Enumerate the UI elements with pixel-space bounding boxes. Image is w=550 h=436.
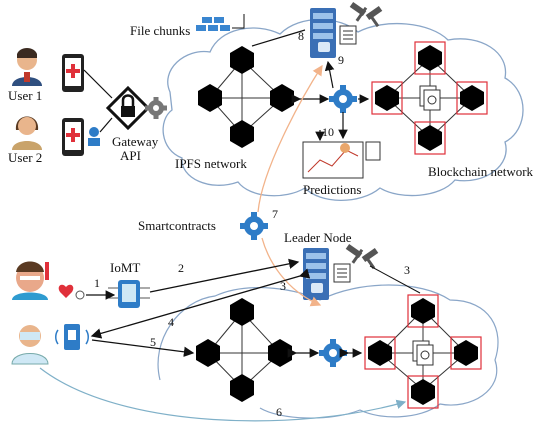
user-female-avatar-icon xyxy=(12,116,42,150)
label-ipfs-network: IPFS network xyxy=(175,156,247,171)
ledger-stack-icon xyxy=(419,85,441,111)
blockchain-node xyxy=(418,45,442,71)
blockchain-nodes-bottom xyxy=(364,294,482,409)
blockchain-node xyxy=(460,85,484,111)
server-icon xyxy=(303,248,329,300)
smart-contract-doc-icon xyxy=(339,25,357,45)
user-male-avatar-icon xyxy=(12,48,42,86)
file-chunks-icon xyxy=(196,17,230,31)
step-2: 2 xyxy=(178,261,184,275)
label-blockchain-network: Blockchain network xyxy=(428,164,534,179)
blockchain-node xyxy=(375,85,399,111)
hammer-icon xyxy=(345,243,379,270)
blockchain-node xyxy=(411,379,435,405)
user1-to-gateway-link xyxy=(83,69,113,99)
ipfs-node xyxy=(198,84,222,112)
ipfs-nodes-top xyxy=(198,46,294,148)
label-gateway: Gateway xyxy=(112,134,159,149)
blockchain-node xyxy=(454,340,478,366)
step-5: 5 xyxy=(150,335,156,349)
label-user1: User 1 xyxy=(8,88,42,103)
label-iomt: IoMT xyxy=(110,260,140,275)
iomt-to-leader-arrow xyxy=(149,258,300,293)
blockchain-node xyxy=(411,298,435,324)
label-smartcontracts: Smartcontracts xyxy=(138,218,216,233)
label-leader-node: Leader Node xyxy=(284,230,352,245)
gear-icon xyxy=(240,212,268,240)
label-file-chunks: File chunks xyxy=(130,23,190,38)
lock-gateway-icon xyxy=(105,85,151,131)
ipfs-node xyxy=(230,120,254,148)
step-7: 7 xyxy=(272,207,278,221)
ledger-stack-icon xyxy=(412,340,434,366)
file-chunks-connector xyxy=(232,14,245,29)
mobile-medical-icon xyxy=(62,118,100,156)
leader-to-doctor-arrow xyxy=(90,268,311,339)
iomt-device-icon xyxy=(55,324,89,350)
step-10: 10 xyxy=(322,125,334,139)
doctor-to-blockchain-arrow xyxy=(39,367,407,422)
doctor-to-ipfs-arrow xyxy=(91,339,195,357)
prediction-chart-icon xyxy=(302,141,381,179)
ipfs-node xyxy=(230,374,254,402)
gear-icon xyxy=(145,97,167,119)
smartcontract-to-server-arrow xyxy=(257,64,323,213)
step-1: 1 xyxy=(94,276,100,290)
ipfs-node xyxy=(268,339,292,367)
user2-to-gateway-link xyxy=(99,117,113,133)
label-user2: User 2 xyxy=(8,150,42,165)
ipfs-to-server-link xyxy=(251,29,306,47)
step-4: 4 xyxy=(168,315,174,329)
doctor-icon xyxy=(11,325,49,365)
smart-contract-doc-icon xyxy=(333,263,351,283)
step-8: 8 xyxy=(298,29,304,43)
heart-monitor-icon xyxy=(58,284,85,300)
step-6: 6 xyxy=(276,405,282,419)
label-api: API xyxy=(120,148,141,163)
gear-to-server-link xyxy=(324,60,335,89)
ipfs-nodes-bottom xyxy=(196,298,292,402)
server-icon xyxy=(310,8,336,58)
leader-to-blockchain-link xyxy=(369,265,421,294)
mobile-medical-icon xyxy=(62,54,84,92)
label-predictions: Predictions xyxy=(303,182,362,197)
blockchain-node xyxy=(418,125,442,151)
step-3-left: 3 xyxy=(280,279,286,293)
ipfs-node xyxy=(230,46,254,74)
ipfs-node xyxy=(196,339,220,367)
gear-icon xyxy=(319,339,347,367)
step-3-right: 3 xyxy=(404,263,410,277)
gear-icon xyxy=(329,85,357,113)
blockchain-node xyxy=(368,340,392,366)
patient-icon xyxy=(12,261,49,300)
blockchain-nodes-top xyxy=(371,41,488,155)
hammer-icon xyxy=(349,1,383,28)
iomt-device-icon xyxy=(108,280,150,308)
step-9: 9 xyxy=(338,53,344,67)
ipfs-node xyxy=(270,84,294,112)
